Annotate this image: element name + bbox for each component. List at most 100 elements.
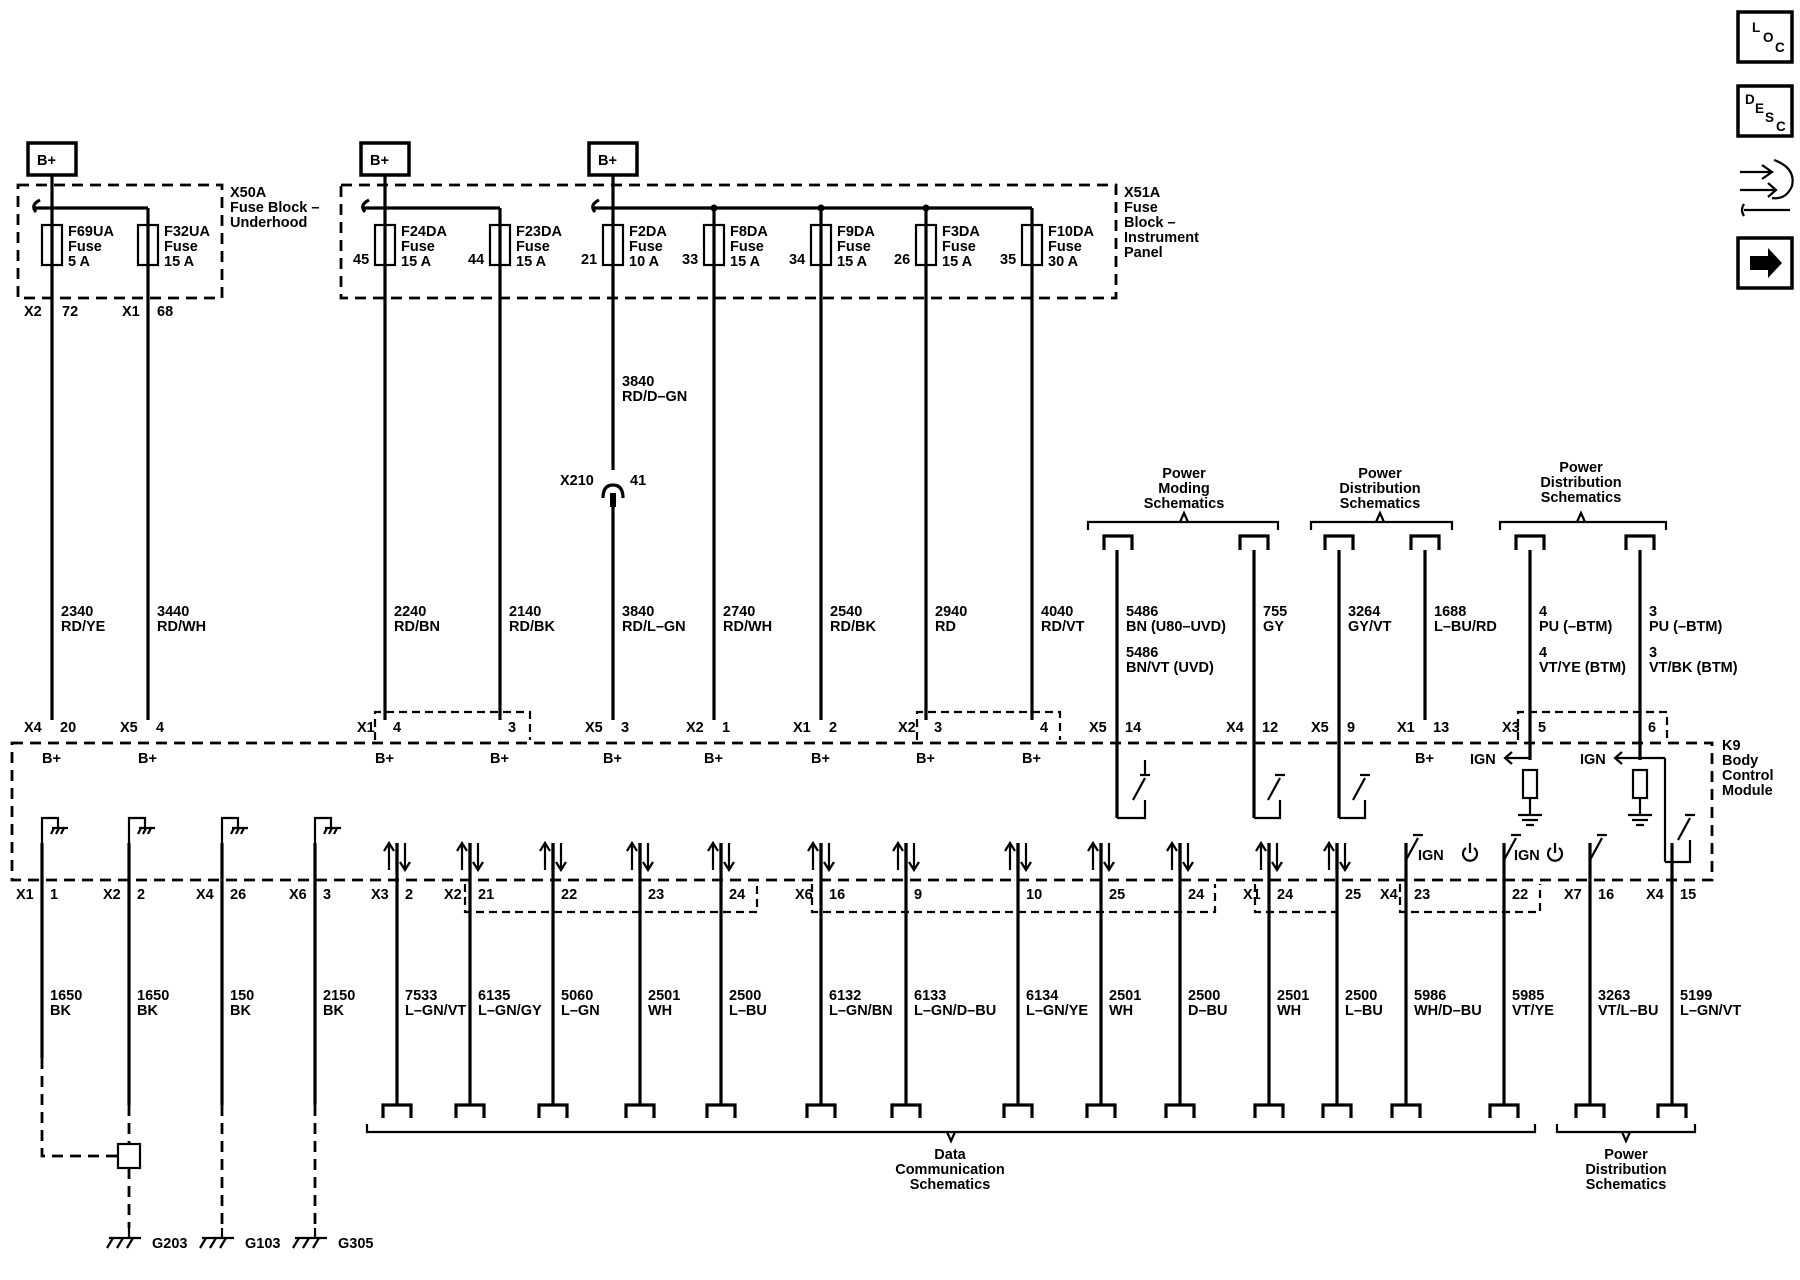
wire-circuit: 1650: [137, 988, 169, 1004]
svg-text:Schematics: Schematics: [910, 1177, 991, 1193]
pin-number: 14: [1125, 720, 1141, 736]
nav-icons: L O C D E S C: [1736, 10, 1794, 290]
fuse-rating: 15 A: [164, 254, 195, 270]
schematic-ref-power-moding[interactable]: Power Moding Schematics: [1086, 466, 1280, 550]
battery-source-1: B+: [26, 141, 78, 208]
fuse-name: F2DA: [629, 224, 667, 240]
wire-circuit: 2940: [935, 604, 967, 620]
fuse-rating: 15 A: [837, 254, 868, 270]
wire-circuit: 4040: [1041, 604, 1073, 620]
wire-label: 3PU (–BTM)3VT/BK (BTM): [1649, 604, 1738, 676]
svg-text:Power: Power: [1604, 1147, 1648, 1163]
wire-circuit: 3440: [157, 604, 189, 620]
next-page-button[interactable]: [1736, 236, 1794, 290]
fuse-pin: 21: [581, 252, 597, 268]
wire-color: L–GN/D–BU: [914, 1003, 996, 1019]
pin-number: 25: [1109, 887, 1125, 903]
pin-number: 24: [1277, 887, 1293, 903]
pin-number: 16: [829, 887, 845, 903]
schematic-ref-power-distribution-bottom[interactable]: Power Distribution Schematics: [1555, 1124, 1697, 1193]
pin-number: 3: [508, 720, 516, 736]
connector-id: X5: [1089, 720, 1107, 736]
fuse-pin: 34: [789, 252, 805, 268]
connector-id: X5: [585, 720, 603, 736]
power-icon: [1461, 843, 1479, 862]
fuse-type: Fuse: [401, 239, 435, 255]
svg-text:X50A: X50A: [230, 185, 267, 201]
wire-color: PU (–BTM): [1539, 619, 1612, 635]
connector-id: X4: [196, 887, 214, 903]
wire-circuit: 6132: [829, 988, 861, 1004]
wire-alt-circuit: 3: [1649, 645, 1657, 661]
wire-color: RD/YE: [61, 619, 106, 635]
pin-number: 20: [60, 720, 76, 736]
pin-signal: B+: [1022, 751, 1041, 767]
schematic-ref-power-distribution-2[interactable]: Power Distribution Schematics: [1498, 460, 1668, 550]
svg-text:Data: Data: [934, 1147, 966, 1163]
svg-text:S: S: [1765, 110, 1774, 125]
location-button[interactable]: L O C: [1736, 10, 1794, 64]
module-pin: 24: [729, 887, 745, 903]
lower-connector-groupings: [463, 884, 1542, 914]
pin-internal: [220, 816, 248, 843]
svg-text:Panel: Panel: [1124, 245, 1163, 261]
schematic-ref-data-communication[interactable]: Data Communication Schematics: [365, 1124, 1537, 1193]
repair-procedures-icon[interactable]: [1740, 158, 1794, 217]
wire-color: RD/WH: [723, 619, 772, 635]
ground-name: G103: [245, 1236, 280, 1252]
pin-number: 4: [1040, 720, 1048, 736]
wire-circuit: 5985: [1512, 988, 1544, 1004]
svg-text:X1: X1: [122, 304, 140, 320]
pin-internal: [127, 816, 155, 843]
fuse-name: F10DA: [1048, 224, 1094, 240]
wire-circuit: 2340: [61, 604, 93, 620]
fuse-type: Fuse: [516, 239, 550, 255]
ground-splice: [40, 1058, 317, 1228]
wire-circuit: 2500: [1345, 988, 1377, 1004]
svg-text:Schematics: Schematics: [1586, 1177, 1667, 1193]
svg-text:72: 72: [62, 304, 78, 320]
fuse-rating: 30 A: [1048, 254, 1079, 270]
svg-text:Power: Power: [1162, 466, 1206, 482]
svg-text:C: C: [1776, 119, 1786, 134]
wire-circuit: 755: [1263, 604, 1287, 620]
module-pin: 3B+: [490, 720, 516, 767]
module-pin: 9: [914, 887, 922, 903]
svg-text:41: 41: [630, 473, 646, 489]
pin-number: 5: [1538, 720, 1546, 736]
schematic-ref-power-distribution[interactable]: Power Distribution Schematics: [1309, 466, 1454, 550]
svg-text:O: O: [1763, 30, 1774, 45]
pin-signal: B+: [42, 751, 61, 767]
connector-id: X4: [1380, 887, 1398, 903]
fuse-type: Fuse: [837, 239, 871, 255]
fuse-pin: 35: [1000, 252, 1016, 268]
wire-circuit: 2500: [1188, 988, 1220, 1004]
description-button[interactable]: D E S C: [1736, 84, 1794, 138]
svg-text:B+: B+: [37, 153, 56, 169]
wire-circuit: 2501: [1109, 988, 1141, 1004]
pin-number: 15: [1680, 887, 1696, 903]
wire-circuit: 5199: [1680, 988, 1712, 1004]
connector-id: X1: [793, 720, 811, 736]
fuse-block-x50a: [16, 183, 224, 300]
svg-text:E: E: [1755, 101, 1764, 116]
fuse-pin: 26: [894, 252, 910, 268]
fuse-type: Fuse: [629, 239, 663, 255]
